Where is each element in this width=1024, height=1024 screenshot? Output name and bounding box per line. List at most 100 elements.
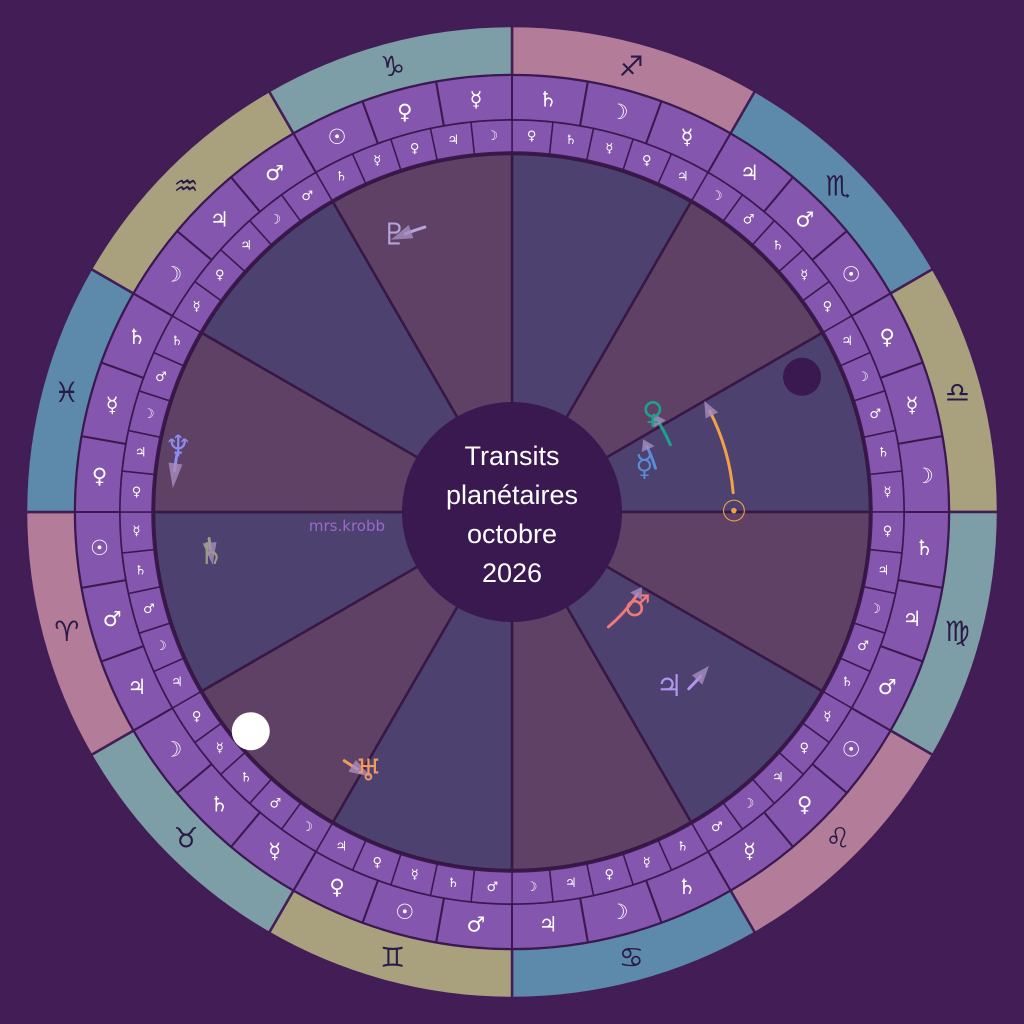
term-planet-icon: ♀	[883, 524, 893, 539]
zodiac-gemini-icon: ♊	[380, 941, 405, 974]
decan-planet-icon: ♀	[880, 325, 895, 349]
term-planet-icon: ☿	[133, 524, 141, 539]
term-planet-icon: ♃	[171, 675, 183, 690]
term-planet-icon: ♃	[135, 446, 147, 461]
saturn-direction-arrow	[202, 542, 217, 565]
decan-planet-icon: ♄	[127, 325, 146, 349]
pluto-icon: ♇	[381, 217, 408, 252]
decan-planet-icon: ♃	[210, 207, 229, 231]
decan-planet-icon: ☿	[743, 839, 756, 863]
mars-direction-arrow	[630, 587, 642, 601]
uranus-icon: ♅	[355, 753, 382, 788]
term-planet-icon: ♄	[878, 446, 890, 461]
decan-planet-icon: ☿	[681, 125, 694, 149]
zodiac-sagittarius-icon: ♐	[619, 50, 644, 83]
zodiac-scorpio-icon: ♏	[825, 170, 850, 203]
zodiac-ring: ♐♏♎♍♌♋♊♉♈♓♒♑	[24, 24, 1000, 1000]
title-line-3: octobre	[467, 519, 557, 549]
term-planet-icon: ♂	[486, 880, 498, 895]
zodiac-cancer-icon: ♋	[619, 941, 644, 974]
term-planet-icon: ☿	[605, 141, 613, 156]
term-planet-icon: ☽	[155, 639, 167, 654]
decan-planet-icon: ☽	[610, 900, 629, 924]
zodiac-virgo-icon: ♍	[945, 615, 970, 648]
term-planet-icon: ♂	[301, 189, 313, 204]
decan-planet-icon: ♄	[915, 536, 934, 560]
sun-icon: ☉	[721, 495, 748, 530]
term-planet-icon: ♂	[155, 370, 167, 385]
term-planet-icon: ♄	[447, 876, 459, 891]
decan-planet-icon: ☿	[106, 393, 119, 417]
decan-planet-icon: ♀	[797, 793, 812, 817]
term-planet-icon: ☽	[486, 129, 498, 144]
term-planet-icon: ☽	[143, 407, 155, 422]
term-planet-icon: ☽	[743, 797, 755, 812]
term-planet-icon: ♃	[240, 239, 252, 254]
term-planet-icon: ☿	[193, 300, 201, 315]
decan-planet-icon: ♀	[329, 875, 344, 899]
term-planet-icon: ♃	[878, 563, 890, 578]
decan-planet-icon: ☿	[905, 393, 918, 417]
zodiac-taurus-icon: ♉	[173, 821, 198, 854]
decan-planet-icon: ☉	[842, 737, 861, 761]
sun-motion-arc	[708, 409, 735, 495]
term-planet-icon: ♃	[677, 169, 689, 184]
decan-planet-icon: ☉	[842, 263, 861, 287]
term-planet-icon: ♂	[270, 797, 282, 812]
title-line-1: Transits	[464, 441, 559, 471]
decan-planet-icon: ♄	[539, 88, 558, 112]
decan-planet-icon: ☽	[610, 100, 629, 124]
decan-planet-icon: ☉	[90, 536, 109, 560]
term-planet-icon: ☿	[216, 741, 224, 756]
decan-planet-icon: ☉	[395, 900, 414, 924]
term-planet-icon: ♃	[335, 840, 347, 855]
moon-phases	[231, 357, 822, 751]
term-planet-icon: ♀	[132, 485, 142, 500]
term-planet-icon: ☽	[869, 602, 881, 617]
decan-planet-icon: ♃	[902, 607, 921, 631]
term-segment	[470, 119, 513, 155]
zodiac-capricorn-icon: ♑	[380, 50, 405, 83]
decan-planet-icon: ♂	[467, 912, 486, 936]
term-planet-icon: ♀	[527, 129, 537, 144]
decan-planet-icon: ♃	[127, 675, 146, 699]
mercury-direction-arrow	[641, 439, 655, 453]
credit-label: mrs.krobb	[309, 517, 385, 535]
decan-planet-icon: ♂	[878, 675, 897, 699]
saturn-icon: ♄	[198, 537, 225, 572]
term-planet-icon: ♄	[565, 133, 577, 148]
uranus-direction-arrow	[348, 759, 372, 777]
term-planet-icon: ☿	[823, 709, 831, 724]
neptune-direction-arrow	[168, 462, 183, 489]
term-planet-icon: ☽	[526, 880, 538, 895]
venus-direction-arrow	[652, 413, 666, 428]
decan-planet-icon: ☿	[268, 839, 281, 863]
term-planet-icon: ♂	[711, 820, 723, 835]
term-planet-icon: ♀	[799, 741, 809, 756]
decan-planet-icon: ☽	[163, 737, 182, 761]
transit-planets: ☉♀☿♂♃♅♄♆♇	[165, 217, 748, 788]
term-planet-icon: ☽	[270, 212, 282, 227]
neptune-icon: ♆	[165, 430, 192, 465]
venus-icon: ♀	[642, 396, 664, 431]
term-planet-icon: ☽	[711, 189, 723, 204]
zodiac-aries-icon: ♈	[54, 615, 79, 648]
term-planet-icon: ♄	[171, 334, 183, 349]
pluto-direction-arrow	[390, 225, 414, 240]
term-planet-icon: ♄	[677, 840, 689, 855]
zodiac-aquarius-icon: ♒	[173, 170, 198, 203]
decan-planet-icon: ☽	[915, 464, 934, 488]
decan-planet-icon: ☽	[163, 263, 182, 287]
center-disc	[402, 402, 622, 622]
term-ring: ♀ ♄ ☿ ♀ ♃ ☽ ♂ ♄ ☿ ♀ ♃ ☽ ♂ ♄ ☿ ♀ ♃ ☽ ♂ ♄ ☿ ♀ ♃ ☽ ♂ ♄ ☿ ♀ ♃ ☽ ♂ ♄ ☿ ♀ ♃ ☽ ♂ ♄ ☿ ♀…	[119, 119, 905, 905]
term-planet-icon: ♃	[565, 876, 577, 891]
term-planet-icon: ☿	[411, 868, 419, 883]
decan-planet-icon: ♄	[210, 793, 229, 817]
jupiter-icon: ♃	[656, 669, 683, 704]
decan-planet-icon: ♃	[539, 912, 558, 936]
term-planet-icon: ♃	[772, 770, 784, 785]
term-planet-icon: ♀	[372, 856, 382, 871]
term-planet-icon: ☿	[883, 485, 891, 500]
sun-direction-arrow	[704, 401, 719, 419]
term-planet-icon: ♀	[410, 141, 420, 156]
